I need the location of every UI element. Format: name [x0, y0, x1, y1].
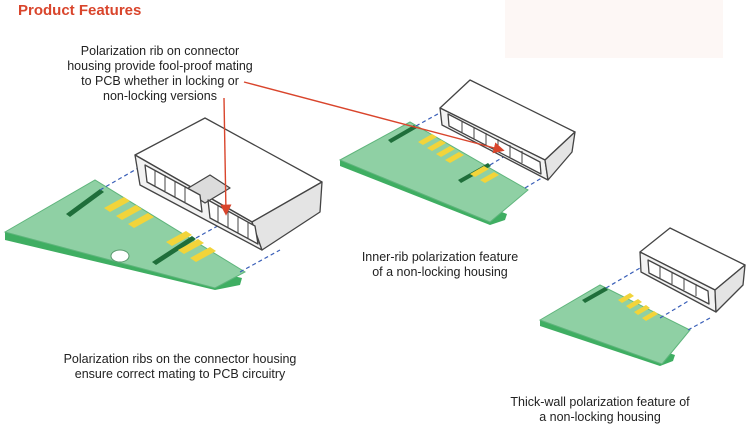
mounting-hole [110, 249, 130, 263]
caption-line: a non-locking housing [539, 410, 661, 424]
contact-pad [445, 152, 464, 163]
caption-line: to PCB whether in locking or [81, 74, 239, 88]
contact-pad [104, 197, 130, 212]
page-title: Product Features [18, 2, 142, 19]
contact-pad [178, 239, 204, 254]
caption-polarization-rib: Polarization rib on connector housing pr… [40, 44, 280, 104]
alignment-lines [605, 267, 711, 331]
caption-line: Thick-wall polarization feature of [510, 395, 690, 409]
contact-pad [116, 205, 142, 220]
polarization-slot [582, 287, 608, 303]
caption-line: housing provide fool-proof mating [67, 59, 253, 73]
contact-pad [190, 247, 216, 262]
caption-line: Polarization rib on connector [80, 44, 240, 58]
alignment-lines [99, 166, 281, 273]
contact-pad [626, 299, 642, 309]
thick-wall-pcb [538, 284, 691, 366]
contact-pad [470, 166, 489, 177]
polarization-slot [388, 125, 417, 143]
inner-rib-pcb [338, 121, 529, 225]
contact-pad [634, 305, 650, 315]
polarization-slot [152, 236, 196, 265]
caption-line: of a non-locking housing [372, 265, 508, 279]
caption-line: Inner-rib polarization feature [361, 250, 519, 264]
contact-pad [128, 213, 154, 228]
caption-line: ensure correct mating to PCB circuitry [74, 367, 286, 381]
caption-line: non-locking versions [103, 89, 217, 103]
contact-pad [642, 311, 658, 321]
main-pcb [3, 179, 247, 290]
caption-inner-rib: Inner-rib polarization feature of a non-… [330, 250, 550, 280]
contact-pad [418, 134, 437, 145]
caption-thick-wall: Thick-wall polarization feature of a non… [480, 395, 720, 425]
caption-line: Polarization ribs on the connector housi… [63, 352, 297, 366]
watermark-logo [505, 0, 723, 58]
contact-pad [618, 293, 634, 303]
contact-pad [436, 146, 455, 157]
contact-pad [427, 140, 446, 151]
contact-pad [166, 231, 192, 246]
callout-arrows [220, 81, 505, 216]
callout-arrow [243, 81, 505, 154]
callout-arrow [220, 97, 232, 216]
thick-wall-housing [639, 227, 746, 313]
polarization-slot [66, 189, 104, 217]
caption-main-assembly: Polarization ribs on the connector housi… [20, 352, 340, 382]
contact-pad [480, 172, 499, 183]
